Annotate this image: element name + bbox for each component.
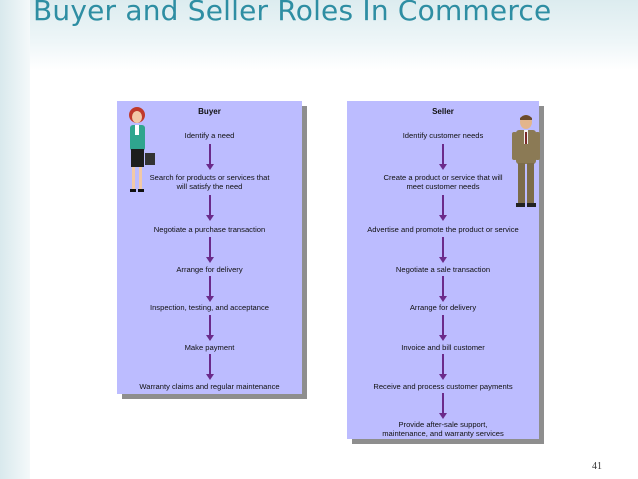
seller-step-3: Advertise and promote the product or ser…: [367, 225, 519, 234]
title-background: [0, 0, 638, 70]
seller-step-5: Arrange for delivery: [409, 303, 477, 312]
seller-step-8: Provide after-sale support, maintenance,…: [382, 420, 504, 438]
buyer-arrow-4: [205, 276, 214, 302]
buyer-step-6: Make payment: [184, 343, 235, 352]
buyer-panel: Buyer Identify a need Search for product…: [117, 101, 302, 394]
businessman-icon: [512, 115, 540, 207]
seller-arrow-6: [439, 354, 447, 380]
page-number: 41: [592, 461, 602, 472]
buyer-step-3: Negotiate a purchase transaction: [153, 225, 266, 234]
buyer-step-5: Inspection, testing, and acceptance: [149, 303, 270, 312]
seller-arrow-2: [439, 195, 447, 221]
seller-panel: Seller Identify customer needs Create a …: [347, 101, 539, 439]
buyer-arrow-6: [205, 354, 214, 380]
seller-arrow-4: [439, 276, 447, 302]
seller-step-6: Invoice and bill customer: [401, 343, 485, 352]
businesswoman-icon: [129, 107, 155, 192]
seller-step-4: Negotiate a sale transaction: [395, 265, 491, 274]
seller-arrow-3: [439, 237, 447, 263]
buyer-step-1: Identify a need: [184, 131, 235, 140]
buyer-seller-diagram: Buyer Identify a need Search for product…: [111, 95, 551, 452]
buyer-step-2: Search for products or services that wil…: [149, 173, 270, 191]
buyer-arrow-3: [205, 237, 214, 263]
seller-step-7: Receive and process customer payments: [373, 382, 513, 391]
buyer-arrow-1: [205, 144, 214, 170]
seller-arrow-5: [439, 315, 447, 341]
left-decorative-strip: [0, 0, 30, 479]
seller-step-1: Identify customer needs: [402, 131, 484, 140]
buyer-arrow-2: [205, 195, 214, 221]
seller-heading: Seller: [432, 107, 454, 116]
buyer-step-7: Warranty claims and regular maintenance: [139, 382, 280, 391]
buyer-arrow-5: [205, 315, 214, 341]
seller-step-2: Create a product or service that will me…: [383, 173, 503, 191]
buyer-heading: Buyer: [198, 107, 221, 116]
slide-title: Buyer and Seller Roles In Commerce: [33, 0, 552, 27]
seller-arrow-1: [439, 144, 447, 170]
buyer-step-4: Arrange for delivery: [176, 265, 243, 274]
seller-arrow-7: [439, 393, 447, 419]
